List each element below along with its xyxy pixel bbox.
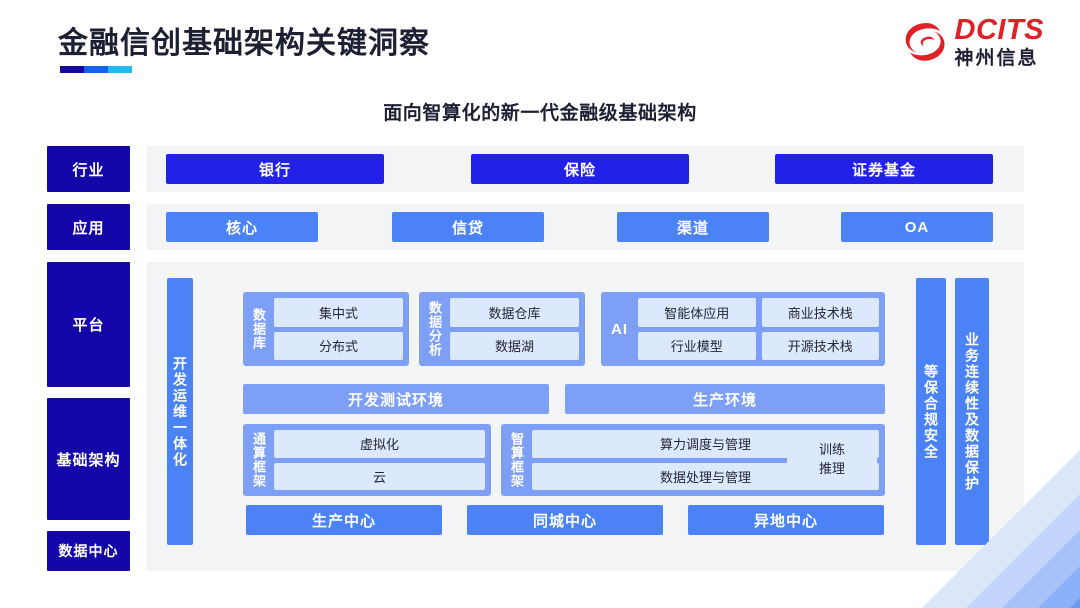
cell-data-warehouse[interactable]: 数据仓库 bbox=[450, 298, 579, 327]
dc-chip-metro[interactable]: 同城中心 bbox=[467, 505, 663, 535]
app-chip-credit[interactable]: 信贷 bbox=[392, 212, 544, 242]
cell-industry-model[interactable]: 行业模型 bbox=[638, 331, 756, 360]
group-general-compute-framework[interactable]: 通算框架 虚拟化 云 bbox=[243, 424, 491, 496]
app-chip-core[interactable]: 核心 bbox=[166, 212, 318, 242]
logo-text-cn: 神州信息 bbox=[954, 48, 1039, 69]
dc-chip-production[interactable]: 生产中心 bbox=[246, 505, 442, 535]
spine-label-datacenter: 数据中心 bbox=[47, 531, 130, 571]
group-general-compute-tag: 通算框架 bbox=[251, 432, 266, 488]
industry-chip-insurance[interactable]: 保险 bbox=[471, 154, 689, 184]
spine-label-application: 应用 bbox=[47, 204, 130, 250]
title-accent-rule bbox=[60, 66, 132, 73]
industry-chip-securities[interactable]: 证券基金 bbox=[775, 154, 993, 184]
training-label: 训练 bbox=[818, 442, 845, 458]
spine-label-industry: 行业 bbox=[47, 146, 130, 192]
group-database-tag: 数据库 bbox=[251, 308, 266, 350]
page-header: 金融信创基础架构关键洞察 DCITS 神州信息 bbox=[0, 0, 1080, 88]
spine-label-platform: 平台 bbox=[47, 262, 130, 387]
dcits-swirl-icon bbox=[905, 23, 945, 61]
group-ai[interactable]: AI 智能体应用 商业技术栈 行业模型 开源技术栈 bbox=[601, 292, 885, 366]
group-ai-tag: AI bbox=[611, 320, 628, 338]
app-chip-channel[interactable]: 渠道 bbox=[617, 212, 769, 242]
accent-segment-3 bbox=[108, 66, 132, 73]
spine-label-infrastructure: 基础架构 bbox=[47, 398, 130, 520]
vertical-bar-devops[interactable]: 开发运维一体化 bbox=[167, 278, 193, 545]
training-inference-box[interactable]: 训练 推理 bbox=[787, 430, 877, 490]
diagram-subtitle: 面向智算化的新一代金融级基础架构 bbox=[383, 103, 697, 124]
cell-distributed[interactable]: 分布式 bbox=[274, 331, 403, 360]
accent-segment-1 bbox=[60, 66, 84, 73]
vertical-bar-compliance-security[interactable]: 等保合规安全 bbox=[916, 278, 946, 545]
env-bar-dev-test[interactable]: 开发测试环境 bbox=[243, 384, 549, 414]
page-title: 金融信创基础架构关键洞察 bbox=[58, 27, 430, 60]
inference-label: 推理 bbox=[818, 461, 845, 476]
cell-agent-application[interactable]: 智能体应用 bbox=[638, 298, 756, 327]
group-database[interactable]: 数据库 集中式 分布式 bbox=[243, 292, 409, 366]
vertical-bar-business-continuity[interactable]: 业务连续性及数据保护 bbox=[955, 278, 989, 545]
industry-chip-bank[interactable]: 银行 bbox=[166, 154, 384, 184]
env-bar-production[interactable]: 生产环境 bbox=[565, 384, 885, 414]
accent-segment-2 bbox=[84, 66, 108, 73]
logo-text-en: DCITS bbox=[954, 14, 1044, 46]
cell-opensource-stack[interactable]: 开源技术栈 bbox=[761, 331, 879, 360]
cell-centralized[interactable]: 集中式 bbox=[274, 298, 403, 327]
app-chip-oa[interactable]: OA bbox=[841, 212, 993, 242]
group-data-analytics-tag: 数据分析 bbox=[427, 301, 442, 357]
cell-data-lake[interactable]: 数据湖 bbox=[450, 331, 579, 360]
group-intelligent-compute-tag: 智算框架 bbox=[509, 432, 524, 488]
brand-logo: DCITS 神州信息 bbox=[902, 16, 1045, 68]
cell-commercial-stack[interactable]: 商业技术栈 bbox=[761, 298, 879, 327]
dc-chip-remote[interactable]: 异地中心 bbox=[688, 505, 884, 535]
cell-cloud[interactable]: 云 bbox=[274, 462, 485, 490]
cell-virtualization[interactable]: 虚拟化 bbox=[274, 430, 485, 458]
group-data-analytics[interactable]: 数据分析 数据仓库 数据湖 bbox=[419, 292, 585, 366]
